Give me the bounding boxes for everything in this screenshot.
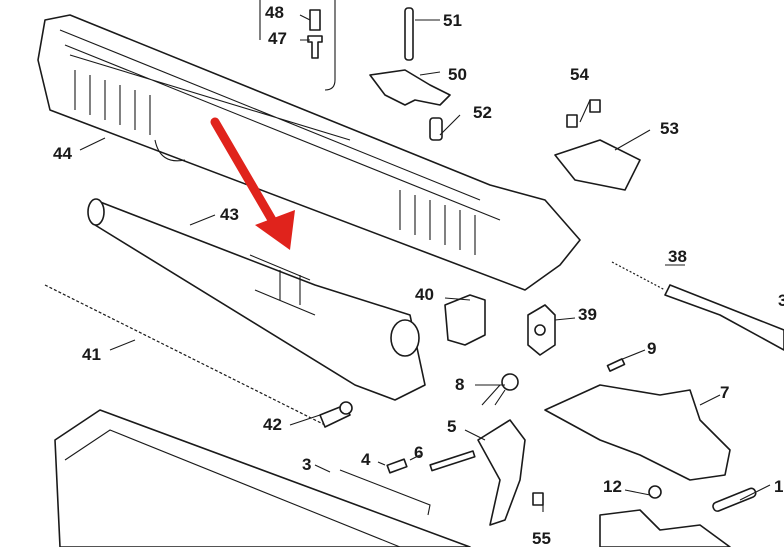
label-50: 50 (448, 65, 467, 84)
label-39: 39 (578, 305, 597, 324)
label-5: 5 (447, 417, 457, 436)
label-3: 3 (302, 455, 312, 474)
part-52-spring (429, 117, 443, 141)
part-bottom-right (599, 509, 731, 547)
part-7-trigger-bar (544, 384, 731, 481)
part-55-spring (532, 492, 544, 506)
label-44: 44 (53, 144, 72, 163)
part-50-lever (369, 69, 451, 106)
label-47: 47 (268, 29, 287, 48)
part-1-pin (712, 487, 757, 512)
part-43-barrel (87, 198, 426, 401)
part-9-pin (606, 358, 626, 372)
label-3-right: 3 (778, 291, 784, 310)
label-54: 54 (570, 65, 589, 84)
label-40: 40 (415, 285, 434, 304)
part-54-screw (566, 114, 578, 128)
label-48: 48 (265, 3, 284, 22)
part-5-trigger (477, 419, 526, 526)
label-43: 43 (220, 205, 239, 224)
label-12: 12 (603, 477, 622, 496)
red-arrow-annotation (210, 117, 295, 250)
label-8: 8 (455, 375, 465, 394)
label-7: 7 (720, 383, 730, 402)
label-1: 1 (774, 477, 784, 496)
label-55: 55 (532, 529, 551, 547)
label-52: 52 (473, 103, 492, 122)
part-3-spring-wire (339, 469, 431, 516)
part-47-plunger (307, 35, 323, 59)
part-40-block (444, 294, 486, 346)
part-3-rod (664, 284, 784, 351)
part-44-slide (37, 14, 581, 291)
part-4-pin (386, 458, 408, 474)
part-frame (54, 409, 471, 547)
part-48-spring (309, 9, 321, 31)
part-6-pin (429, 450, 476, 472)
part-53-rear-sight (554, 139, 641, 191)
label-9: 9 (647, 339, 657, 358)
label-4: 4 (361, 450, 371, 469)
part-54-screw (589, 99, 601, 113)
part-12-spring (648, 485, 662, 499)
label-38: 38 (668, 247, 687, 266)
part-41-recoil-spring (44, 284, 353, 428)
label-42: 42 (263, 415, 282, 434)
label-51: 51 (443, 11, 462, 30)
part-51-pin (404, 7, 414, 61)
part-38-spring (611, 261, 666, 291)
label-6: 6 (414, 443, 424, 462)
label-41: 41 (82, 345, 101, 364)
part-8-spring (501, 373, 519, 391)
label-53: 53 (660, 119, 679, 138)
